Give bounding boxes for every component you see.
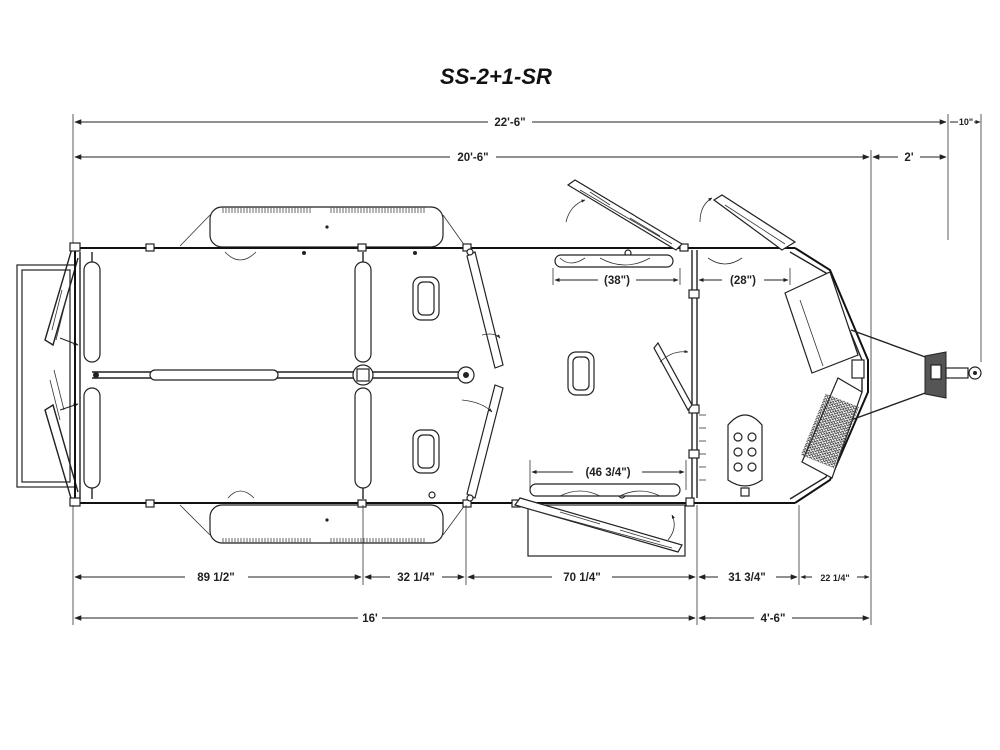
stall-divider-pads	[83, 252, 475, 499]
body-length-label: 20'-6"	[457, 152, 488, 164]
window-bottom-46: (46 3/4")	[529, 460, 687, 497]
dimension-overall-length: 22'-6"	[72, 114, 949, 250]
window-46-label: (46 3/4")	[585, 467, 630, 479]
nose-label: 22 1/4"	[820, 573, 849, 583]
tongue-label: 2'	[904, 152, 913, 164]
dimension-row-2: 16' 4'-6"	[74, 613, 870, 625]
dimension-tongue: 2'	[872, 152, 947, 164]
window-38-label: (38")	[604, 275, 630, 287]
dimension-row-1: 89 1/2" 32 1/4" 70 1/4" 31 3/4" 22 1/4"	[72, 505, 870, 625]
box-stall-label: 70 1/4"	[563, 572, 600, 584]
rear-ramp	[16, 244, 79, 506]
window-top-28: (28")	[696, 257, 791, 287]
tack-room-wall	[688, 250, 706, 498]
drop-door-top-1	[565, 179, 683, 251]
overall-length-label: 22'-6"	[494, 117, 525, 129]
wheel-fender-top	[179, 206, 466, 248]
dimension-body-length: 20'-6"	[74, 150, 872, 625]
tack-room-door	[653, 341, 693, 412]
hitch-offset-label: 10"	[959, 117, 973, 127]
dimension-hitch-offset: 10"	[950, 114, 982, 362]
nose-storage	[784, 271, 865, 479]
aisle-label: 32 1/4"	[397, 572, 434, 584]
side-door-bottom	[514, 497, 686, 557]
swing-dividers	[461, 248, 504, 502]
stall-width-label: 89 1/2"	[197, 572, 234, 584]
front-area-label: 4'-6"	[761, 613, 786, 625]
window-top-38: (38")	[552, 254, 681, 287]
living-area-label: 16'	[362, 613, 378, 625]
drawing-title: SS-2+1-SR	[440, 64, 552, 89]
wheel-fender-bottom	[179, 504, 466, 544]
trailer-body	[74, 247, 982, 504]
tack-room-label: 31 3/4"	[728, 572, 765, 584]
window-28-label: (28")	[730, 275, 756, 287]
saddle-rack	[727, 414, 763, 497]
drop-door-top-2	[699, 194, 797, 251]
floor-vents	[412, 276, 595, 474]
